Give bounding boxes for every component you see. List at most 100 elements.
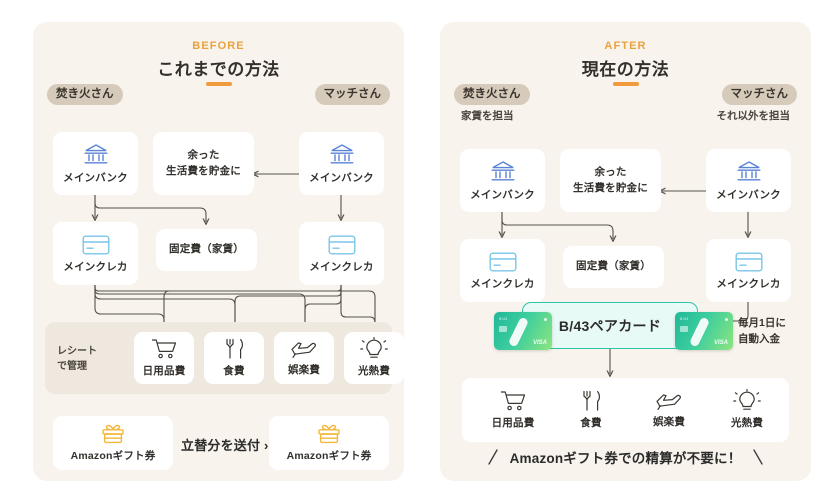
- before-transfer-label: 立替分を送付 ›: [181, 438, 269, 453]
- before-gift-left-card: Amazonギフト券: [53, 416, 173, 470]
- shopping-cart-icon: [500, 390, 526, 412]
- before-receipt-line1: レシート: [57, 346, 97, 357]
- after-savings-line2: 生活費を貯金に: [573, 181, 648, 194]
- after-title: 現在の方法: [581, 60, 670, 79]
- after-expense-3: 光熱費: [714, 382, 780, 438]
- fork-knife-icon: [222, 338, 246, 360]
- card-stripe-graphic: [507, 316, 530, 348]
- credit-card-icon: [82, 234, 110, 256]
- before-creditcard-right-label: メインクレカ: [309, 260, 374, 273]
- after-savings-line1: 余った: [594, 166, 627, 179]
- before-creditcard-left-label: メインクレカ: [63, 260, 128, 273]
- after-expense-0-label: 日用品費: [491, 417, 535, 429]
- before-expense-1-label: 食費: [223, 365, 245, 377]
- before-creditcard-right-card: メインクレカ: [299, 222, 384, 285]
- after-expense-2: 娯楽費: [636, 382, 702, 438]
- card-chip-icon: [680, 326, 688, 332]
- card-brand-top: B/43: [499, 317, 508, 321]
- after-expenses-row: [462, 378, 789, 442]
- card-brand-top: B/43: [680, 317, 689, 321]
- after-creditcard-right-card: メインクレカ: [706, 239, 791, 302]
- after-fixedcost-label: 固定費（家賃）: [576, 260, 651, 273]
- before-expense-2-label: 娯楽費: [287, 364, 321, 376]
- before-expense-3: 光熱費: [344, 332, 404, 384]
- after-eyebrow: AFTER: [604, 40, 647, 52]
- before-title: これまでの方法: [157, 60, 280, 79]
- bank-icon: [736, 160, 762, 184]
- after-bank-left-card: メインバンク: [460, 149, 545, 212]
- before-fixedcost-card: 固定費（家賃）: [156, 229, 257, 271]
- slash-right-icon: [753, 449, 764, 465]
- after-pair-card-left-visual: B/43 VISA: [494, 312, 552, 350]
- before-person-left-badge: 焚き火さん: [47, 84, 123, 105]
- after-bank-right-label: メインバンク: [716, 188, 781, 201]
- after-creditcard-left-card: メインクレカ: [460, 239, 545, 302]
- airplane-icon: [290, 339, 318, 359]
- before-bank-left-label: メインバンク: [63, 171, 128, 184]
- before-gift-right-label: Amazonギフト券: [286, 450, 372, 462]
- before-gift-right-card: Amazonギフト券: [269, 416, 389, 470]
- after-bank-left-label: メインバンク: [470, 188, 535, 201]
- slash-left-icon: [487, 449, 498, 465]
- airplane-icon: [655, 391, 683, 411]
- after-bank-right-card: メインバンク: [706, 149, 791, 212]
- before-expense-0-label: 日用品費: [142, 365, 186, 377]
- fork-knife-icon: [579, 390, 603, 412]
- before-savings-line1: 余った: [187, 149, 220, 162]
- before-panel: BEFORE これまでの方法 焚き火さん マッチさん: [33, 22, 404, 481]
- after-person-right-badge: マッチさん: [721, 84, 797, 105]
- before-title-rule: [205, 82, 232, 86]
- after-panel: AFTER 現在の方法 焚き火さん マッチさん 家賃を担当 それ以外を担当: [440, 22, 811, 481]
- after-expense-2-label: 娯楽費: [652, 416, 686, 428]
- before-savings-card: 余った 生活費を貯金に: [153, 132, 254, 195]
- before-bank-right-card: メインバンク: [299, 132, 384, 195]
- before-fixedcost-label: 固定費（家賃）: [169, 243, 244, 256]
- credit-card-icon: [328, 234, 356, 256]
- credit-card-icon: [735, 251, 763, 273]
- after-person-left-badge: 焚き火さん: [454, 84, 530, 105]
- after-bottom-banner: Amazonギフト券での精算が不要に！: [440, 447, 811, 467]
- card-stripe-graphic: [688, 316, 711, 348]
- after-expense-1: 食費: [558, 382, 624, 438]
- bank-icon: [83, 143, 109, 167]
- after-person-left-sub: 家賃を担当: [461, 110, 514, 122]
- lightbulb-icon: [733, 388, 761, 412]
- card-chip-icon: [499, 326, 507, 332]
- before-person-right-badge: マッチさん: [314, 84, 390, 105]
- after-savings-card: 余った 生活費を貯金に: [560, 149, 661, 212]
- after-person-right-sub: それ以外を担当: [716, 110, 791, 122]
- after-fixedcost-card: 固定費（家賃）: [563, 246, 664, 288]
- before-expense-1: 食費: [204, 332, 264, 384]
- before-bank-right-label: メインバンク: [309, 171, 374, 184]
- after-pair-card-label: B/43ペアカード: [558, 317, 662, 334]
- visa-logo: VISA: [713, 340, 728, 346]
- after-auto-deposit-line2: 自動入金: [738, 332, 780, 345]
- after-creditcard-left-label: メインクレカ: [470, 277, 535, 290]
- card-contactless-icon: [544, 318, 547, 321]
- before-expense-3-label: 光熱費: [357, 365, 391, 377]
- gift-icon: [100, 423, 126, 445]
- after-title-rule: [612, 82, 639, 86]
- after-expense-3-label: 光熱費: [730, 417, 764, 429]
- before-receipt-note: レシート で管理: [57, 345, 97, 374]
- before-bank-left-card: メインバンク: [53, 132, 138, 195]
- gift-icon: [316, 423, 342, 445]
- before-creditcard-left-card: メインクレカ: [53, 222, 138, 285]
- before-expense-0: 日用品費: [134, 332, 194, 384]
- bank-icon: [490, 160, 516, 184]
- before-eyebrow: BEFORE: [192, 40, 245, 52]
- before-savings-line2: 生活費を貯金に: [166, 164, 241, 177]
- after-banner-text: Amazonギフト券での精算が不要に！: [509, 451, 742, 466]
- before-expense-2: 娯楽費: [274, 332, 334, 384]
- visa-logo: VISA: [532, 340, 547, 346]
- shopping-cart-icon: [151, 338, 177, 360]
- after-auto-deposit-note: 毎月1日に 自動入金: [738, 316, 786, 348]
- before-gift-left-label: Amazonギフト券: [70, 450, 156, 462]
- after-creditcard-right-label: メインクレカ: [716, 277, 781, 290]
- lightbulb-icon: [360, 336, 388, 360]
- after-pair-card-right-visual: B/43 VISA: [675, 312, 733, 350]
- after-expense-0: 日用品費: [480, 382, 546, 438]
- credit-card-icon: [489, 251, 517, 273]
- after-auto-deposit-line1: 毎月1日に: [738, 317, 786, 329]
